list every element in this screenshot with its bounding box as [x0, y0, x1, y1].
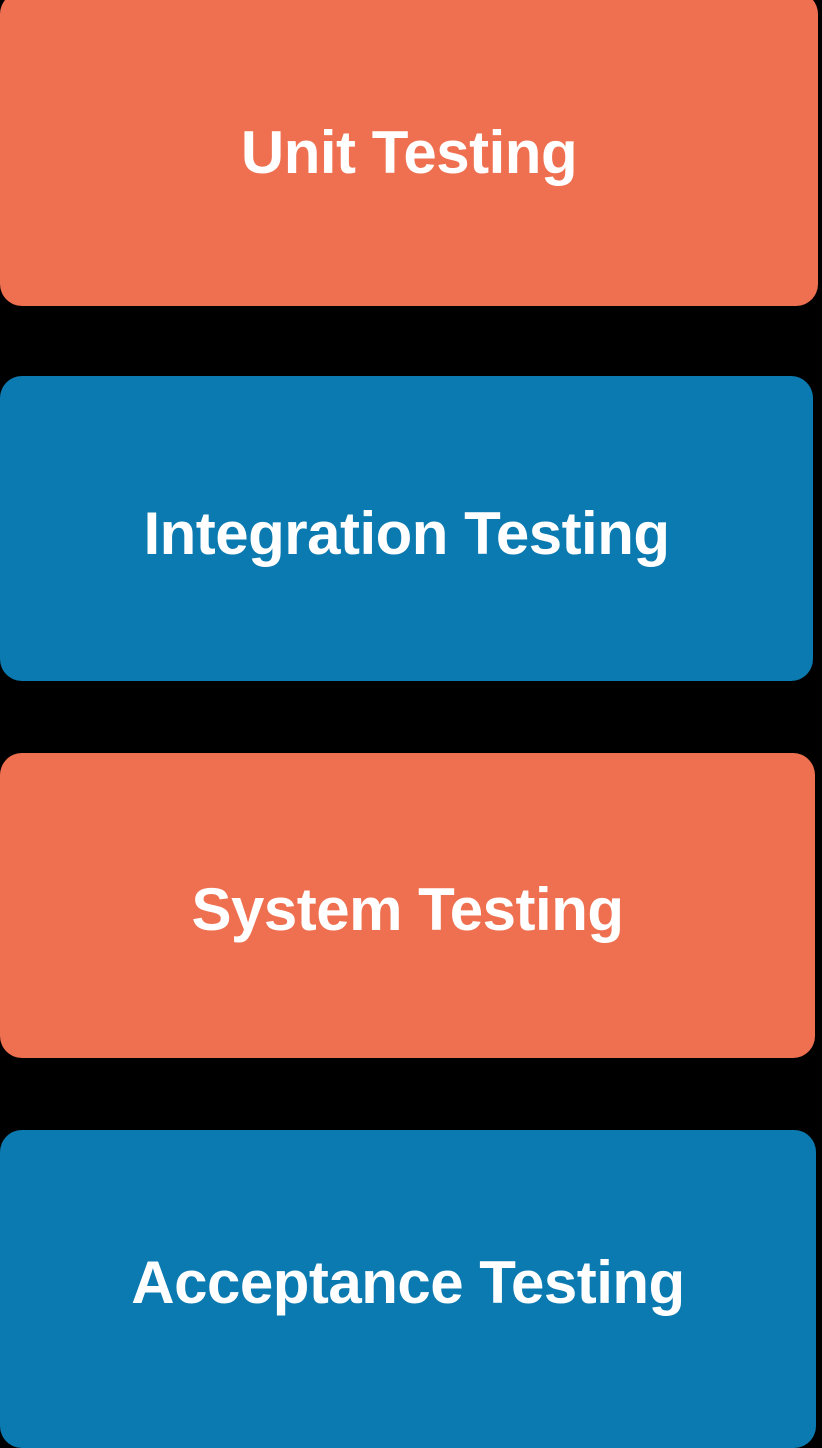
stage-system-testing[interactable]: System Testing	[0, 753, 815, 1058]
stage-label-integration-testing: Integration Testing	[143, 499, 670, 567]
stage-unit-testing[interactable]: Unit Testing	[0, 0, 818, 306]
stage-label-unit-testing: Unit Testing	[240, 119, 578, 186]
stage-label-acceptance-testing: Acceptance Testing	[131, 1249, 685, 1316]
stage-label-system-testing: System Testing	[191, 875, 624, 943]
stage-acceptance-testing[interactable]: Acceptance Testing	[0, 1130, 816, 1448]
stage-integration-testing[interactable]: Integration Testing	[0, 376, 813, 681]
